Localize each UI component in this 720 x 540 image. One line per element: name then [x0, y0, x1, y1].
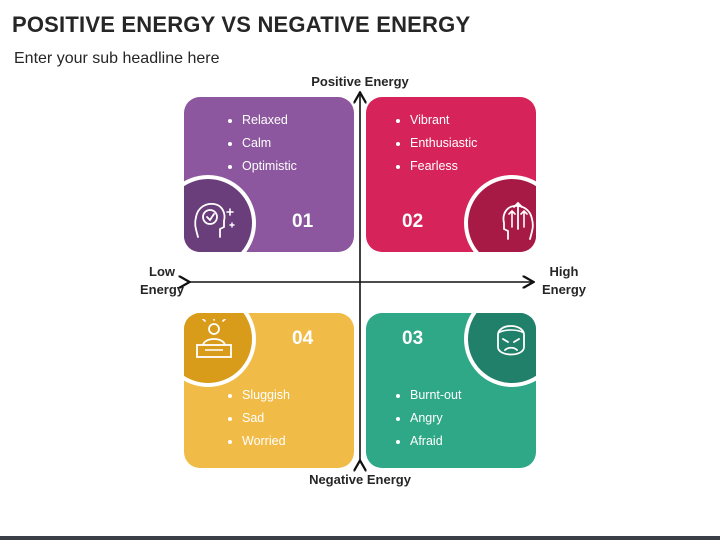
list-item: Sluggish [226, 384, 290, 407]
axis-label-left: Low Energy [122, 263, 202, 299]
axis-label-bottom: Negative Energy [309, 472, 411, 487]
axis-label-right-line2: Energy [541, 282, 587, 297]
list-item: Optimistic [226, 155, 297, 178]
angry-face-icon [497, 325, 525, 356]
quadrant-02-number: 02 [402, 211, 424, 232]
list-item: Enthusiastic [394, 132, 477, 155]
calm-mind-icon [194, 202, 235, 238]
quadrant-03-list: Burnt-out Angry Afraid [394, 384, 461, 453]
list-item: Afraid [394, 430, 461, 453]
quadrant-03: 03 Burnt-out Angry Afraid [366, 313, 536, 468]
quadrant-04-list: Sluggish Sad Worried [226, 384, 290, 453]
quadrant-01-list: Relaxed Calm Optimistic [226, 109, 297, 178]
list-item: Calm [226, 132, 297, 155]
list-item: Fearless [394, 155, 477, 178]
quadrant-02-list: Vibrant Enthusiastic Fearless [394, 109, 477, 178]
axis-label-right: High Energy [524, 263, 604, 299]
axis-label-top: Positive Energy [311, 74, 409, 89]
list-item: Relaxed [226, 109, 297, 132]
list-item: Angry [394, 407, 461, 430]
list-item: Vibrant [394, 109, 477, 132]
page-title: POSITIVE ENERGY VS NEGATIVE ENERGY [12, 12, 471, 37]
tired-worker-icon [196, 319, 232, 358]
quadrant-01-number: 01 [292, 211, 314, 232]
energetic-mind-icon [502, 201, 534, 240]
bottom-bar [0, 536, 720, 540]
list-item: Sad [226, 407, 290, 430]
page-subtitle: Enter your sub headline here [14, 50, 220, 67]
axis-label-left-line2: Energy [139, 282, 185, 297]
quadrant-04-number: 04 [292, 328, 314, 349]
quadrant-01: Relaxed Calm Optimistic 01 [184, 97, 354, 252]
axis-label-right-line1: High [549, 264, 579, 279]
quadrant-04: 04 Sluggish Sad Worried [184, 313, 354, 468]
axis-label-left-line1: Low [149, 264, 175, 279]
quadrant-02: Vibrant Enthusiastic Fearless 02 [366, 97, 536, 252]
quadrant-03-number: 03 [402, 328, 424, 349]
list-item: Worried [226, 430, 290, 453]
list-item: Burnt-out [394, 384, 461, 407]
